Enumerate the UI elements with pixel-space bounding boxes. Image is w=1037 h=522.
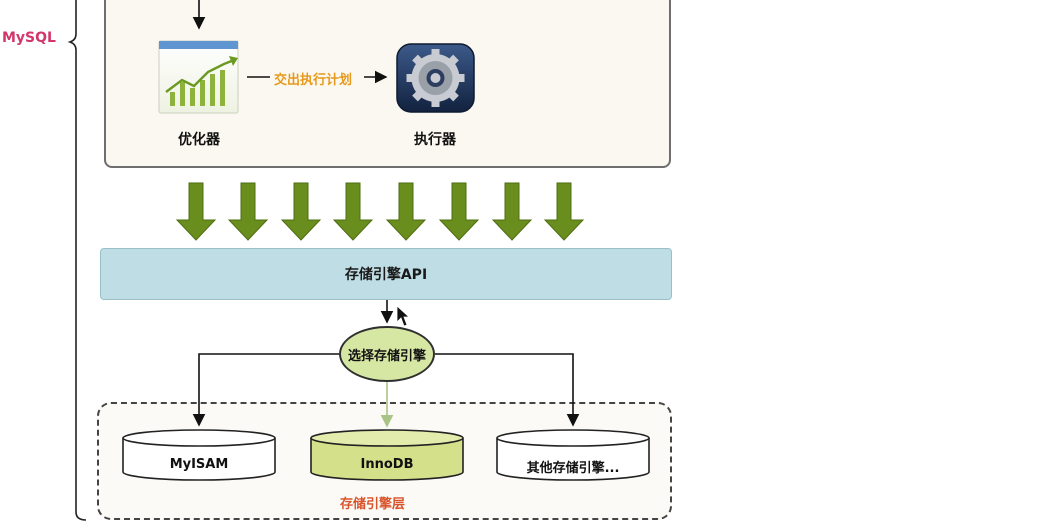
flow-arrows: [175, 182, 585, 241]
branch-arrow-other: [435, 353, 580, 427]
engine-myisam-cylinder: [122, 429, 276, 481]
mysql-label: MySQL: [2, 30, 56, 46]
flow-arrow-5: [385, 182, 427, 241]
engine-myisam-label: MyISAM: [169, 457, 229, 472]
storage-engine-api-label: 存储引擎API: [344, 267, 428, 283]
branch-arrow-myisam: [192, 353, 339, 427]
handoff-label: 交出执行计划: [274, 73, 353, 88]
flow-arrow-2: [227, 182, 269, 241]
executor-label: 执行器: [414, 132, 456, 148]
optimizer-label: 优化器: [178, 132, 220, 148]
storage-engine-layer-label: 存储引擎层: [340, 497, 406, 512]
flow-arrow-4: [332, 182, 374, 241]
select-engine-label: 选择存储引擎: [347, 348, 426, 364]
engine-other-cylinder: [496, 429, 650, 481]
select-engine-node: 选择存储引擎: [339, 326, 435, 382]
chart-icon: [158, 40, 239, 114]
gear-icon: [396, 43, 475, 113]
flow-arrow-7: [491, 182, 533, 241]
flow-arrow-3: [280, 182, 322, 241]
mouse-cursor-icon: [396, 305, 411, 327]
flow-arrow-6: [438, 182, 480, 241]
flow-arrow-8: [543, 182, 585, 241]
engine-innodb-label: InnoDB: [360, 457, 414, 472]
engine-innodb-cylinder: [310, 429, 464, 481]
flow-arrow-1: [175, 182, 217, 241]
engine-other-label: 其他存储引擎...: [526, 461, 620, 476]
mysql-brace: [67, 0, 87, 521]
storage-engine-api-bar: 存储引擎API: [100, 248, 672, 300]
